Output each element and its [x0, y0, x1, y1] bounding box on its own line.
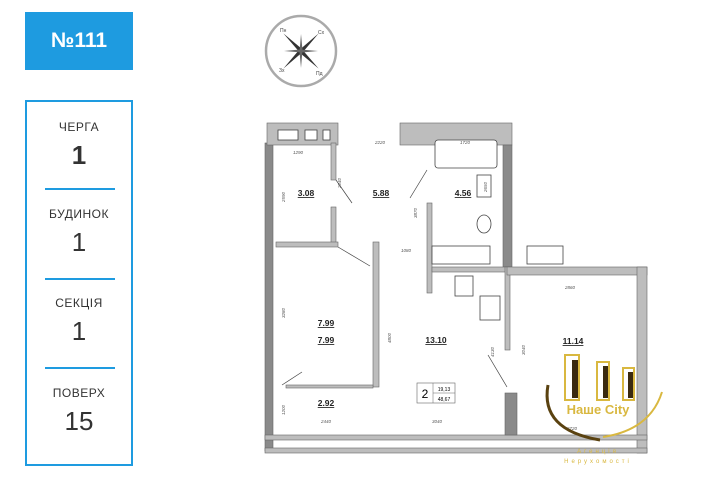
dimension-label: 2040: [337, 177, 342, 189]
dimension-label: 3040: [521, 344, 526, 355]
apartment-number: №111: [25, 12, 133, 70]
room-area-label: 4.56: [455, 188, 472, 198]
dimension-label: 1200: [281, 404, 286, 415]
dimension-label: 2650: [483, 181, 488, 193]
compass-south: Пд: [316, 71, 323, 77]
info-label: ПОВЕРХ: [52, 386, 106, 400]
dimension-label: 3870: [413, 207, 418, 218]
compass-west: Зх: [279, 68, 285, 74]
total-area: 48,67: [438, 397, 451, 403]
dimension-label: 2590: [281, 191, 286, 203]
divider: [45, 278, 115, 280]
info-value: 1: [71, 140, 87, 170]
rooms-count: 2: [422, 387, 429, 401]
dimension-label: 2720: [566, 426, 578, 431]
apartment-summary-badge: 2 19,13 48,67: [416, 382, 456, 404]
room-area-label: 7.99: [318, 335, 335, 345]
dimension-label: 2220: [374, 140, 386, 145]
dimension-label: 2440: [320, 419, 332, 424]
door-swings: [281, 169, 508, 388]
room-area-label: 2.92: [318, 398, 335, 408]
dimension-label: 1720: [460, 140, 471, 145]
info-value: 1: [71, 316, 87, 346]
room-area-label: 5.88: [373, 188, 390, 198]
logo-line2: Нерухомості: [564, 459, 632, 465]
logo-line1: Агенція: [577, 449, 619, 455]
compass-icon: Пн Сх Зх Пд: [264, 14, 338, 88]
info-building: БУДИНОК 1: [27, 207, 131, 258]
info-section: СЕКЦІЯ 1: [27, 296, 131, 347]
divider: [45, 367, 115, 369]
dimension-label: 4130: [490, 346, 495, 357]
info-label: БУДИНОК: [49, 207, 109, 221]
dimension-label: 3280: [281, 307, 286, 318]
dimension-label: 1290: [293, 150, 304, 155]
living-area: 19,13: [438, 387, 451, 393]
fixtures: [277, 129, 564, 321]
dimension-label: 2860: [564, 285, 576, 290]
logo-name: Наше City: [567, 402, 631, 417]
apartment-info-panel: ЧЕРГА 1 БУДИНОК 1 СЕКЦІЯ 1 ПОВЕРХ 15: [25, 100, 133, 466]
info-value: 15: [64, 406, 94, 436]
info-value: 1: [71, 227, 87, 257]
dimension-label: 3040: [432, 419, 443, 424]
dimension-label: 4800: [387, 332, 392, 343]
agency-logo: Наше City Агенція Нерухомості: [545, 354, 663, 465]
info-label: ЧЕРГА: [58, 120, 100, 134]
room-area-label: 7.99: [318, 318, 335, 328]
room-area-label: 3.08: [298, 188, 315, 198]
room-area-label: 11.14: [563, 336, 584, 346]
info-queue: ЧЕРГА 1: [27, 120, 131, 171]
divider: [45, 188, 115, 190]
room-area-label: 13.10: [425, 335, 447, 345]
info-floor: ПОВЕРХ 15: [27, 386, 131, 437]
compass-north: Пн: [280, 28, 287, 34]
walls: [264, 122, 648, 454]
info-label: СЕКЦІЯ: [55, 296, 103, 310]
compass-east: Сх: [318, 30, 325, 36]
dimension-label: 1080: [401, 248, 412, 253]
